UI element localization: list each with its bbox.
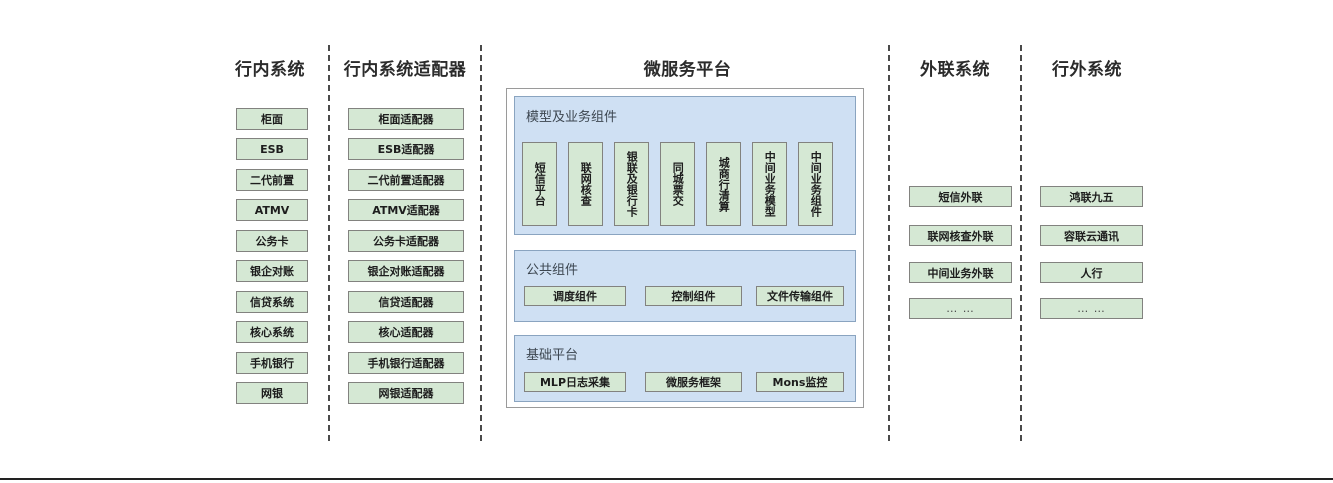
node-internal-2[interactable]: 二代前置 [236, 169, 308, 191]
node-outside-0[interactable]: 鸿联九五 [1040, 186, 1143, 207]
node-internal-9[interactable]: 网银 [236, 382, 308, 404]
node-platform-base-0[interactable]: MLP日志采集 [524, 372, 626, 392]
node-platform-public-0[interactable]: 调度组件 [524, 286, 626, 306]
node-internal-0[interactable]: 柜面 [236, 108, 308, 130]
node-external-link-2[interactable]: 中间业务外联 [909, 262, 1012, 283]
node-external-link-0[interactable]: 短信外联 [909, 186, 1012, 207]
node-external-link-1[interactable]: 联网核查外联 [909, 225, 1012, 246]
divider-3 [888, 45, 890, 441]
node-platform-model-6[interactable]: 中间业务组件 [798, 142, 833, 226]
panel-title-model-business: 模型及业务组件 [526, 110, 618, 125]
node-platform-public-1[interactable]: 控制组件 [645, 286, 742, 306]
node-platform-base-1[interactable]: 微服务框架 [645, 372, 742, 392]
node-internal-3[interactable]: ATMV [236, 199, 308, 221]
bottom-rule [0, 478, 1333, 480]
node-external-link-3[interactable]: … … [909, 298, 1012, 319]
panel-title-base-platform: 基础平台 [526, 348, 579, 363]
divider-2 [480, 45, 482, 441]
node-outside-2[interactable]: 人行 [1040, 262, 1143, 283]
divider-1 [328, 45, 330, 441]
node-internal-4[interactable]: 公务卡 [236, 230, 308, 252]
node-platform-model-0[interactable]: 短信平台 [522, 142, 557, 226]
node-platform-model-2[interactable]: 银联及银行卡 [614, 142, 649, 226]
node-adapter-2[interactable]: 二代前置适配器 [348, 169, 464, 191]
panel-title-public-components: 公共组件 [526, 263, 579, 278]
node-adapter-9[interactable]: 网银适配器 [348, 382, 464, 404]
node-adapter-7[interactable]: 核心适配器 [348, 321, 464, 343]
node-outside-1[interactable]: 容联云通讯 [1040, 225, 1143, 246]
column-title-external-link: 外联系统 [920, 60, 990, 80]
node-platform-base-2[interactable]: Mons监控 [756, 372, 844, 392]
divider-4 [1020, 45, 1022, 441]
node-adapter-5[interactable]: 银企对账适配器 [348, 260, 464, 282]
node-outside-3[interactable]: … … [1040, 298, 1143, 319]
node-adapter-3[interactable]: ATMV适配器 [348, 199, 464, 221]
node-platform-model-3[interactable]: 同城票交 [660, 142, 695, 226]
column-title-adapter: 行内系统适配器 [343, 60, 467, 80]
node-adapter-0[interactable]: 柜面适配器 [348, 108, 464, 130]
node-adapter-1[interactable]: ESB适配器 [348, 138, 464, 160]
node-adapter-6[interactable]: 信贷适配器 [348, 291, 464, 313]
node-adapter-8[interactable]: 手机银行适配器 [348, 352, 464, 374]
column-title-internal: 行内系统 [235, 60, 305, 80]
node-platform-public-2[interactable]: 文件传输组件 [756, 286, 844, 306]
node-internal-1[interactable]: ESB [236, 138, 308, 160]
node-platform-model-5[interactable]: 中间业务模型 [752, 142, 787, 226]
node-internal-8[interactable]: 手机银行 [236, 352, 308, 374]
column-title-platform: 微服务平台 [643, 60, 732, 80]
node-internal-5[interactable]: 银企对账 [236, 260, 308, 282]
node-internal-7[interactable]: 核心系统 [236, 321, 308, 343]
column-title-outside: 行外系统 [1052, 60, 1122, 80]
node-platform-model-4[interactable]: 城商行清算 [706, 142, 741, 226]
node-internal-6[interactable]: 信贷系统 [236, 291, 308, 313]
node-platform-model-1[interactable]: 联网核查 [568, 142, 603, 226]
node-adapter-4[interactable]: 公务卡适配器 [348, 230, 464, 252]
